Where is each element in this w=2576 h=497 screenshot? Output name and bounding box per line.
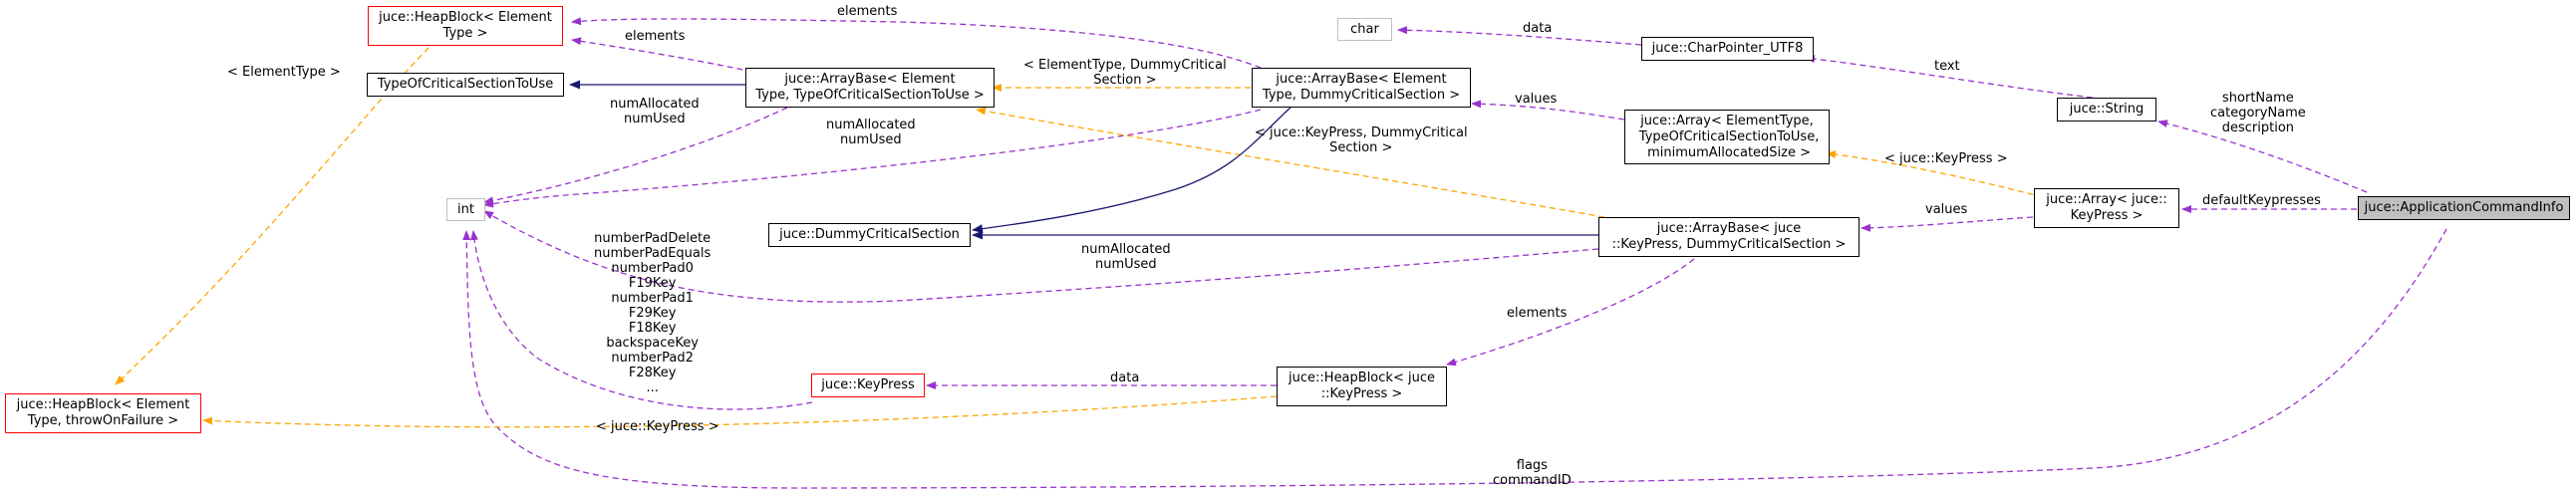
edge-charpointer-to-char-data — [1397, 26, 1642, 46]
node-array-keypress[interactable]: juce::Array< juce:: KeyPress > — [2034, 188, 2179, 228]
node-heapblock-throw-on-failure[interactable]: juce::HeapBlock< Element Type, throwOnFa… — [5, 393, 201, 433]
edge-arraybase-typeof-to-int — [483, 107, 788, 205]
node-heapblock-elementtype[interactable]: juce::HeapBlock< Element Type > — [368, 6, 563, 46]
label-element-type-tmpl: < ElementType > — [227, 65, 341, 80]
label-keypress-tmpl-array: < juce::KeyPress > — [1884, 151, 2008, 166]
label-elementtype-dummy-tmpl: < ElementType, DummyCritical Section > — [1023, 58, 1227, 88]
label-numalloc-3: numAllocated numUsed — [1081, 242, 1171, 272]
label-values-mid: values — [1925, 202, 1968, 217]
edge-arraybase-dummy-to-int — [483, 109, 1262, 208]
edge-arraybase-keypress-to-int — [483, 210, 1599, 303]
node-type-of-critical-section-to-use[interactable]: TypeOfCriticalSectionToUse — [367, 73, 564, 97]
edge-array-keypress-tmpl — [1826, 150, 2044, 198]
label-numalloc-2: numAllocated numUsed — [826, 118, 916, 147]
edge-array-template-to-arraybase-dummy-values — [1471, 100, 1625, 121]
label-elements-mid: elements — [625, 29, 686, 44]
node-arraybase-keypress[interactable]: juce::ArrayBase< juce ::KeyPress, DummyC… — [1598, 217, 1860, 257]
node-arraybase-typeof-critical-section[interactable]: juce::ArrayBase< Element Type, TypeOfCri… — [745, 68, 995, 108]
node-keypress[interactable]: juce::KeyPress — [811, 373, 925, 397]
edge-string-to-charpointer-text — [1805, 55, 2094, 99]
label-elements-top: elements — [837, 4, 898, 19]
label-keypress-tmpl-heap: < juce::KeyPress > — [596, 419, 719, 434]
label-data-char: data — [1523, 21, 1553, 36]
edge-appcmd-to-string — [2157, 120, 2368, 193]
label-keypress-dummy-tmpl: < juce::KeyPress, DummyCritical Section … — [1255, 125, 1468, 155]
edge-arraybase-typeof-to-heapblock-elements — [571, 37, 753, 73]
node-string[interactable]: juce::String — [2057, 98, 2156, 122]
label-keypress-members: numberPadDelete numberPadEquals numberPa… — [594, 231, 712, 395]
label-default-keypresses: defaultKeypresses — [2202, 193, 2321, 208]
label-data-keypress: data — [1110, 371, 1140, 385]
label-flags-command: flags commandID — [1493, 458, 1572, 488]
label-elements-bottom: elements — [1507, 306, 1568, 321]
node-heapblock-keypress[interactable]: juce::HeapBlock< juce ::KeyPress > — [1277, 367, 1447, 406]
label-text: text — [1934, 59, 1960, 74]
edge-arraybase-keypress-tmpl — [976, 107, 1605, 218]
node-int[interactable]: int — [446, 198, 485, 221]
edge-arraybase-keypress-to-heapblock-keypress — [1446, 258, 1695, 367]
edge-appcmd-to-int — [462, 228, 2447, 489]
node-arraybase-dummy-critical-section[interactable]: juce::ArrayBase< Element Type, DummyCrit… — [1252, 68, 1471, 108]
label-numalloc-1: numAllocated numUsed — [610, 97, 700, 126]
edge-arraybase-dummy-to-heapblock-elements — [571, 17, 1262, 69]
edge-array-keypress-to-arraybase-keypress — [1860, 216, 2034, 232]
edge-heapblock-elementtype-tmpl — [115, 47, 429, 385]
node-array-template[interactable]: juce::Array< ElementType, TypeOfCritical… — [1624, 110, 1830, 164]
node-application-command-info[interactable]: juce::ApplicationCommandInfo — [2358, 196, 2570, 220]
edge-arraybase-dummy-inherits-dummycs — [972, 107, 1291, 234]
edge-keypress-to-int — [469, 230, 813, 410]
node-charpointer-utf8[interactable]: juce::CharPointer_UTF8 — [1641, 37, 1814, 61]
node-dummy-critical-section[interactable]: juce::DummyCriticalSection — [768, 223, 971, 247]
node-char[interactable]: char — [1337, 18, 1392, 41]
label-string-members: shortName categoryName description — [2210, 91, 2306, 135]
label-values-top: values — [1515, 92, 1558, 107]
edge-heapblock-keypress-tmpl — [202, 395, 1278, 428]
